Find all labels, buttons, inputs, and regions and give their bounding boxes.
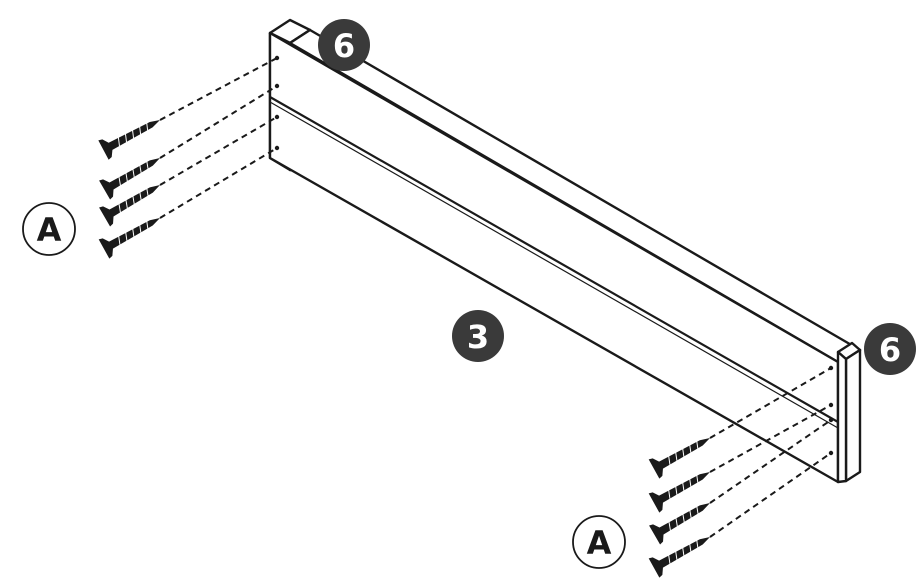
- screw-icon: [97, 109, 166, 161]
- screw-icon: [648, 427, 716, 480]
- label-panel-text: 3: [467, 318, 489, 356]
- main-board: [268, 28, 862, 484]
- label-post-right-text: 6: [879, 331, 901, 369]
- left-guide-lines: [159, 57, 278, 219]
- right-post: [836, 341, 862, 484]
- right-screws: [648, 427, 716, 579]
- left-screws: [97, 109, 166, 260]
- label-screws-right-text: A: [587, 524, 612, 562]
- label-post-right: 6: [864, 323, 916, 375]
- right-guide-lines: [709, 367, 832, 538]
- label-screws-left-text: A: [37, 211, 62, 249]
- rail-assembly: [268, 18, 862, 484]
- label-post-left-text: 6: [333, 27, 355, 65]
- label-screws-right: A: [572, 515, 626, 569]
- label-screws-left: A: [22, 202, 76, 256]
- label-post-left: 6: [318, 19, 370, 71]
- label-panel: 3: [452, 310, 504, 362]
